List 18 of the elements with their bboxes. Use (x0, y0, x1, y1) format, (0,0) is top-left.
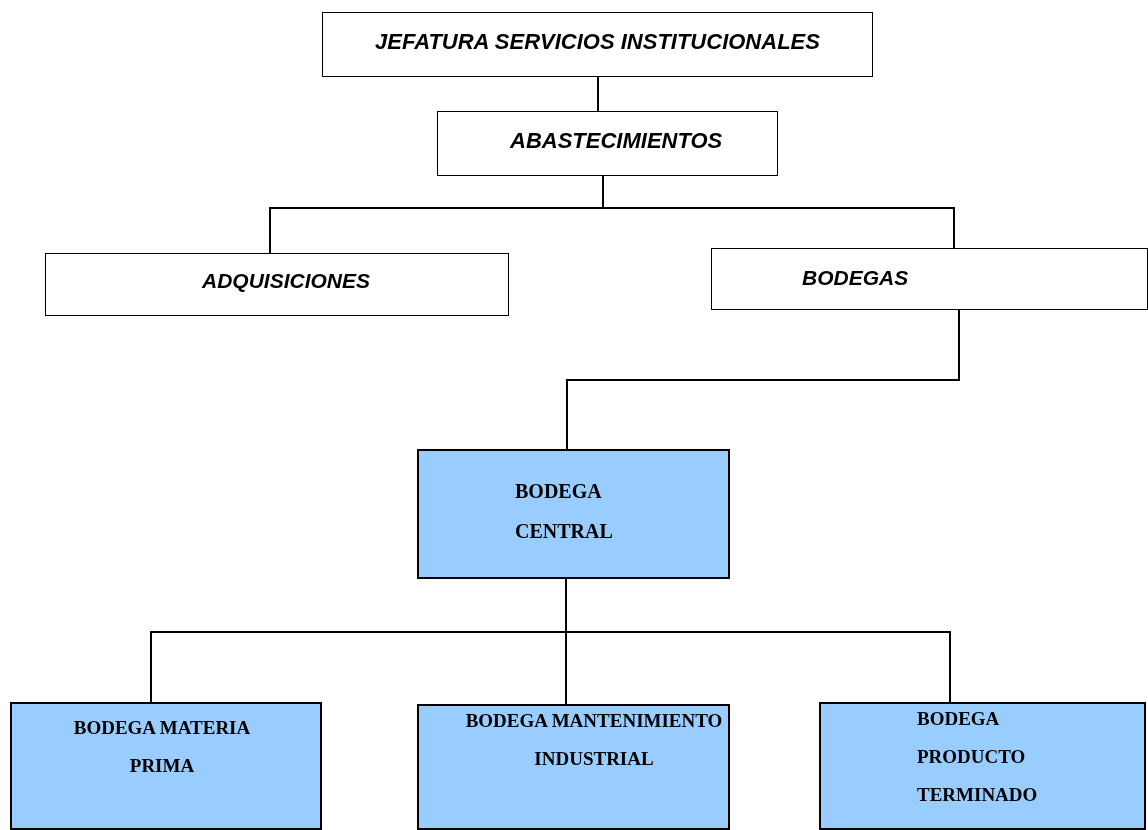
unit-name: BODEGA MATERIA PRIMA (72, 716, 252, 778)
unit-name: ABASTECIMIENTOS (510, 128, 724, 154)
department-box (711, 248, 1148, 310)
connector-line (597, 76, 599, 112)
unit-name: BODEGA PRODUCTO TERMINADO (917, 707, 1039, 807)
unit-name: BODEGA MANTENIMIENTO INDUSTRIAL (464, 709, 724, 771)
unit-box (417, 449, 730, 579)
department-box (322, 12, 873, 77)
unit-name: ADQUISICIONES (201, 269, 371, 293)
unit-name: BODEGAS (802, 266, 910, 290)
unit-box (819, 702, 1146, 830)
connector-line (566, 309, 960, 450)
unit-name: JEFATURA SERVICIOS INSTITUCIONALES (375, 29, 821, 55)
unit-name: BODEGA CENTRAL (515, 479, 614, 544)
unit-box (10, 702, 322, 830)
unit-box (417, 704, 730, 830)
department-box (45, 253, 509, 316)
department-box (437, 111, 778, 176)
